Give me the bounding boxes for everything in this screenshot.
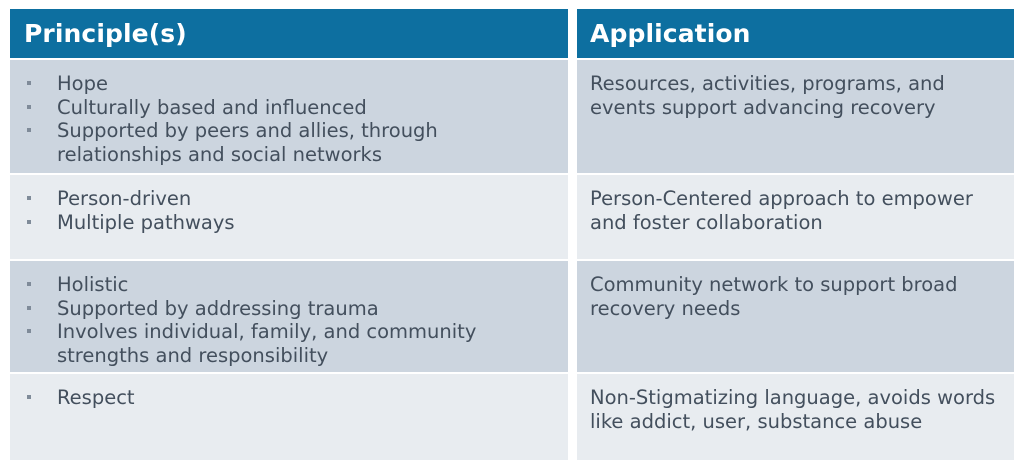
bullet-icon: [27, 128, 31, 132]
header-label-principles: Principle(s): [24, 19, 187, 48]
row-divider: [10, 259, 1014, 261]
list-item: Supported by peers and allies, through r…: [24, 119, 554, 166]
row-4-application-cell: Non-Stigmatizing language, avoids words …: [577, 374, 1014, 460]
row-2-principles-list: Person-driven Multiple pathways: [24, 187, 554, 234]
header-cell-principles: Principle(s): [10, 9, 568, 58]
column-divider: [568, 374, 577, 460]
column-divider: [568, 60, 577, 173]
table-row: Respect Non-Stigmatizing language, avoid…: [10, 374, 1014, 460]
header-label-application: Application: [590, 19, 751, 48]
row-3-application-text: Community network to support broad recov…: [590, 273, 958, 320]
table-row: Holistic Supported by addressing trauma …: [10, 261, 1014, 372]
row-divider: [10, 173, 1014, 175]
row-3-principles-list: Holistic Supported by addressing trauma …: [24, 273, 554, 367]
column-divider: [568, 261, 577, 372]
row-4-principles-list: Respect: [24, 386, 554, 410]
list-item-label: Person-driven: [57, 187, 192, 210]
row-1-principles-list: Hope Culturally based and influenced Sup…: [24, 72, 554, 166]
header-cell-application: Application: [577, 9, 1014, 58]
list-item-label: Respect: [57, 386, 135, 409]
list-item-label: Involves individual, family, and communi…: [57, 320, 477, 367]
principles-application-table: Principle(s) Application Hope Culturally…: [10, 9, 1014, 462]
bullet-icon: [27, 305, 31, 310]
list-item: Person-driven: [24, 187, 554, 211]
list-item: Multiple pathways: [24, 211, 554, 235]
list-item: Involves individual, family, and communi…: [24, 320, 554, 367]
bullet-icon: [27, 81, 31, 85]
bullet-icon: [27, 219, 31, 224]
bullet-icon: [27, 329, 31, 333]
header-body-divider: [10, 58, 1014, 60]
column-divider-header: [568, 9, 577, 58]
bullet-icon: [27, 196, 31, 200]
list-item-label: Supported by addressing trauma: [57, 296, 379, 320]
table-row: Hope Culturally based and influenced Sup…: [10, 60, 1014, 173]
list-item: Holistic: [24, 273, 554, 297]
list-item-label: Hope: [57, 72, 108, 95]
row-3-principles-cell: Holistic Supported by addressing trauma …: [10, 261, 568, 372]
list-item: Hope: [24, 72, 554, 96]
row-4-principles-cell: Respect: [10, 374, 568, 460]
row-1-application-cell: Resources, activities, programs, and eve…: [577, 60, 1014, 173]
row-2-application-cell: Person-Centered approach to empower and …: [577, 175, 1014, 259]
table-header-row: Principle(s) Application: [10, 9, 1014, 58]
row-4-application-text: Non-Stigmatizing language, avoids words …: [590, 386, 996, 433]
table-row: Person-driven Multiple pathways Person-C…: [10, 175, 1014, 259]
bullet-icon: [27, 395, 31, 399]
bullet-icon: [27, 282, 31, 286]
row-2-application-text: Person-Centered approach to empower and …: [590, 187, 973, 234]
row-1-application-text: Resources, activities, programs, and eve…: [590, 72, 945, 119]
list-item-label: Holistic: [57, 273, 129, 296]
list-item-label: Culturally based and influenced: [57, 95, 367, 119]
row-3-application-cell: Community network to support broad recov…: [577, 261, 1014, 372]
list-item-label: Supported by peers and allies, through r…: [57, 119, 438, 166]
bullet-icon: [27, 104, 31, 109]
list-item: Supported by addressing trauma: [24, 297, 554, 321]
list-item: Culturally based and influenced: [24, 96, 554, 120]
list-item-label: Multiple pathways: [57, 210, 235, 234]
row-1-principles-cell: Hope Culturally based and influenced Sup…: [10, 60, 568, 173]
row-2-principles-cell: Person-driven Multiple pathways: [10, 175, 568, 259]
row-divider: [10, 372, 1014, 374]
column-divider: [568, 175, 577, 259]
list-item: Respect: [24, 386, 554, 410]
